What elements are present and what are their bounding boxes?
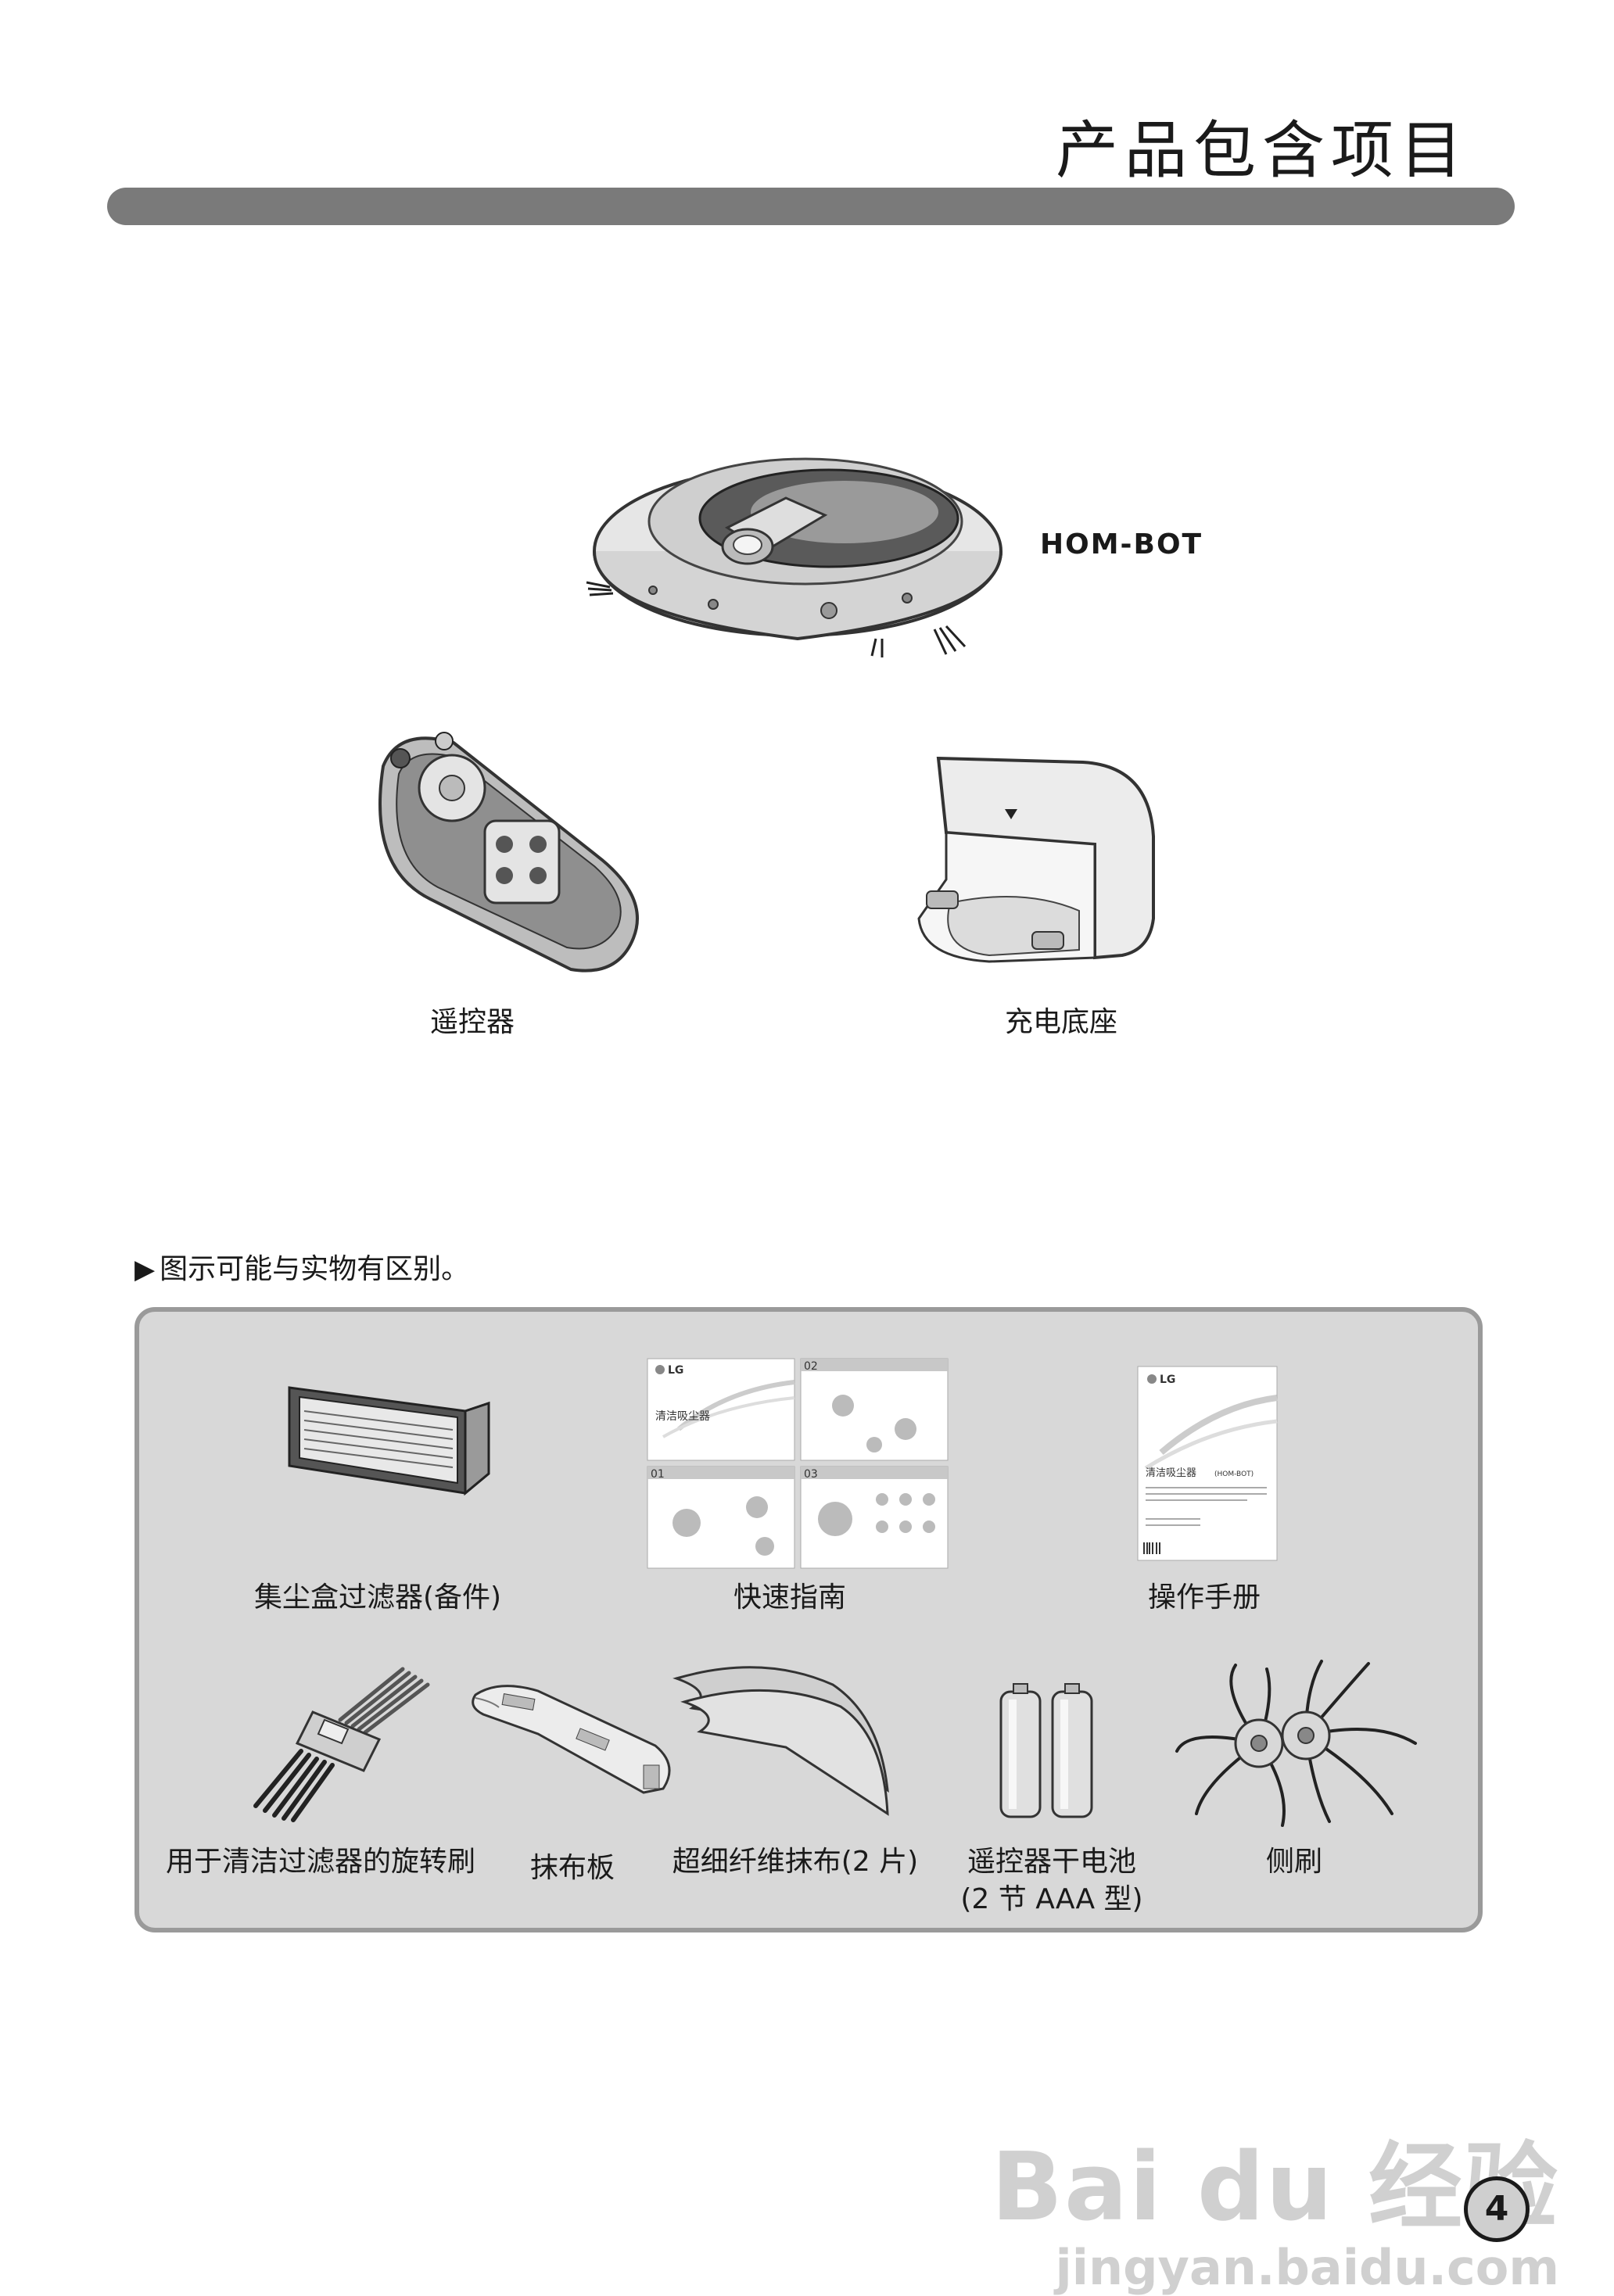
guide-section-02: 02 (804, 1360, 818, 1373)
filter-illustration (288, 1386, 490, 1496)
side-brush-label: 侧刷 (1265, 1846, 1323, 1878)
cloth-plate-label: 抹布板 (529, 1852, 615, 1884)
guide-brand: LG (668, 1364, 683, 1377)
batteries-illustration (999, 1683, 1093, 1818)
manual-title: 清洁吸尘器 (1146, 1467, 1196, 1479)
microfiber-cloth-illustration (672, 1666, 889, 1816)
microfiber-cloth-label: 超细纤维抹布(2 片) (672, 1846, 919, 1878)
manual-label: 操作手册 (1147, 1581, 1261, 1614)
side-brush-illustration (1175, 1660, 1417, 1827)
remote-control-illustration (378, 732, 639, 972)
header-divider-bar (107, 188, 1515, 225)
disclaimer-text: 图示可能与实物有区别。 (160, 1253, 470, 1285)
guide-section-03: 03 (804, 1468, 818, 1481)
manual-model: (HOM-BOT) (1214, 1470, 1254, 1478)
manual-illustration: LG 清洁吸尘器 (HOM-BOT) (1137, 1366, 1278, 1561)
cloth-plate-illustration (472, 1685, 671, 1794)
page-number: 4 (1464, 2176, 1530, 2242)
watermark-url: jingyan.baidu.com (1055, 2239, 1559, 2296)
rotating-brush-illustration (253, 1667, 430, 1822)
batteries-label-line2: (2 节 AAA 型) (960, 1883, 1143, 1915)
play-arrow-icon: ▶ (134, 1254, 156, 1285)
remote-label: 遥控器 (429, 1006, 515, 1038)
robot-label: HOM-BOT (1040, 528, 1203, 561)
guide-section-01: 01 (651, 1468, 665, 1481)
quick-guide-illustration: LG 清洁吸尘器 02 01 03 (647, 1358, 949, 1569)
batteries-label-line1: 遥控器干电池 (967, 1846, 1137, 1878)
dock-label: 充电底座 (1004, 1006, 1118, 1038)
manual-brand: LG (1160, 1374, 1175, 1386)
watermark-logo: Bai du 经验 (991, 2133, 1559, 2242)
guide-title: 清洁吸尘器 (655, 1410, 710, 1423)
charging-dock-illustration (917, 756, 1155, 963)
rotating-brush-label: 用于清洁过滤器的旋转刷 (166, 1846, 476, 1878)
page-title: 产品包含项目 (1056, 114, 1469, 187)
disclaimer-note: ▶图示可能与实物有区别。 (134, 1246, 469, 1287)
quick-guide-label: 快速指南 (733, 1581, 847, 1614)
filter-label: 集尘盒过滤器(备件) (253, 1581, 502, 1614)
robot-vacuum-illustration (586, 457, 1002, 657)
